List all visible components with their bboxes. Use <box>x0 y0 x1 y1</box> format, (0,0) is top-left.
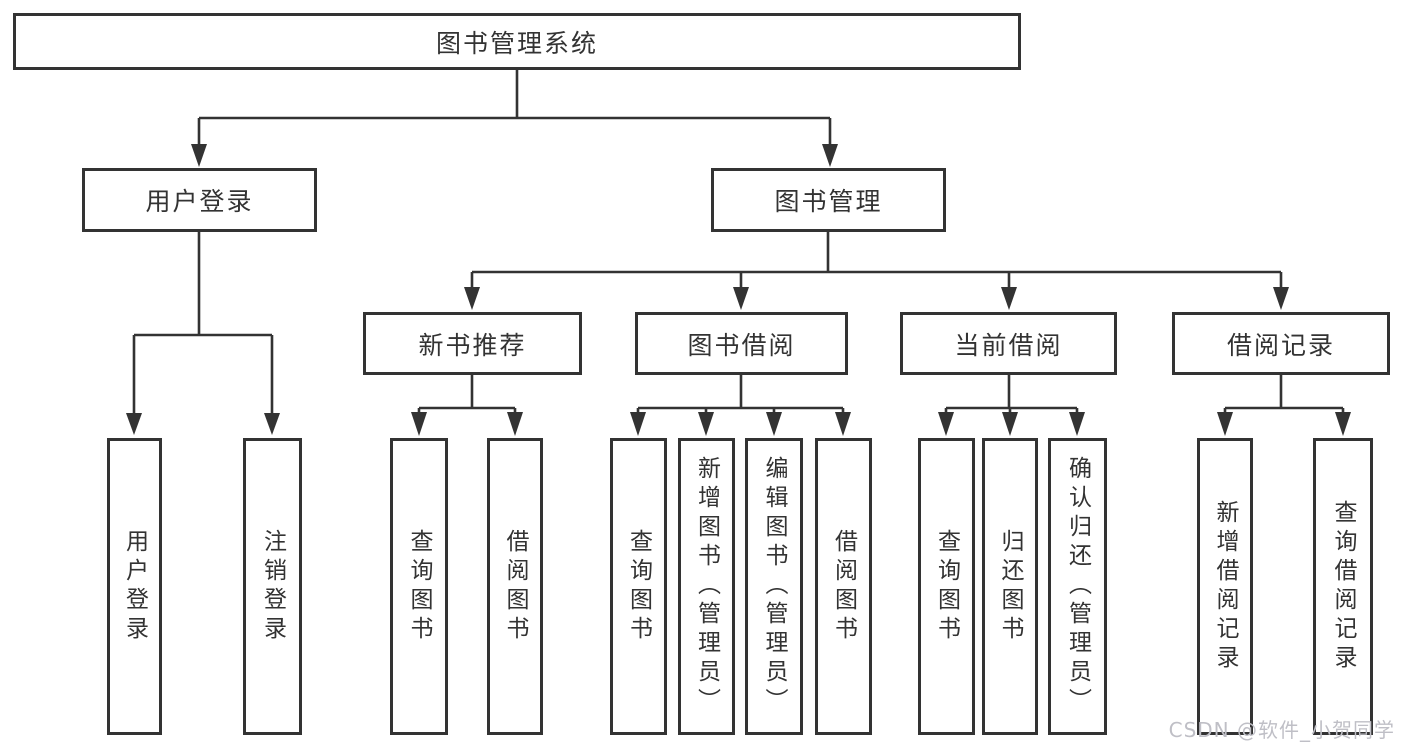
arrow-icon <box>411 412 427 436</box>
connector-root <box>197 70 832 148</box>
connector-book-borrowing <box>636 375 845 414</box>
connector-user-login <box>132 232 274 416</box>
node-label: 查询图书 <box>933 528 960 645</box>
node-leaf-return-books: 归还图书 <box>982 438 1038 735</box>
node-label: 图书管理 <box>774 187 883 216</box>
node-leaf-query-books-recommend: 查询图书 <box>390 438 448 735</box>
arrow-icon <box>766 412 782 436</box>
node-current-borrowing: 当前借阅 <box>900 312 1117 375</box>
connector-new-book <box>417 375 517 414</box>
node-label: 用户登录 <box>121 528 148 645</box>
arrow-icon <box>822 144 838 167</box>
node-label: 新书推荐 <box>418 330 527 360</box>
node-leaf-confirm-return-admin: 确认归还（管理员） <box>1048 438 1107 735</box>
node-label: 查询图书 <box>625 528 652 645</box>
node-label: 借阅图书 <box>502 528 528 645</box>
arrow-icon <box>264 413 280 435</box>
node-label: 图书借阅 <box>687 330 796 360</box>
node-leaf-add-borrow-record: 新增借阅记录 <box>1197 438 1253 735</box>
arrow-icon <box>1069 412 1085 436</box>
node-leaf-user-login: 用户登录 <box>107 438 162 735</box>
node-user-login: 用户登录 <box>82 168 317 232</box>
node-leaf-query-books-borrowing: 查询图书 <box>610 438 667 735</box>
node-label: 编辑图书（管理员） <box>761 456 787 717</box>
arrow-icon <box>1335 412 1351 436</box>
node-leaf-logout: 注销登录 <box>243 438 302 735</box>
arrow-icon <box>1001 287 1017 310</box>
arrow-icon <box>1273 287 1289 310</box>
node-leaf-query-books-current: 查询图书 <box>918 438 975 735</box>
node-new-book-recommendation: 新书推荐 <box>363 312 582 375</box>
node-label: 确认归还（管理员） <box>1064 456 1091 717</box>
node-leaf-edit-book-admin: 编辑图书（管理员） <box>745 438 803 735</box>
node-book-management: 图书管理 <box>711 168 946 232</box>
node-leaf-borrow-books: 借阅图书 <box>815 438 872 735</box>
node-label: 图书管理系统 <box>435 28 598 58</box>
node-book-borrowing: 图书借阅 <box>635 312 848 375</box>
node-label: 新增借阅记录 <box>1212 499 1238 674</box>
connector-current-borrowing <box>944 375 1079 414</box>
arrow-icon <box>191 144 207 167</box>
arrow-icon <box>126 413 142 435</box>
arrow-icon <box>733 287 749 310</box>
node-label: 用户登录 <box>145 187 254 216</box>
node-label: 新增图书（管理员） <box>693 456 720 717</box>
arrow-icon <box>1217 412 1233 436</box>
arrow-icon <box>938 412 954 436</box>
arrow-icon <box>464 287 480 310</box>
arrow-icon <box>835 412 851 436</box>
node-label: 注销登录 <box>259 528 286 645</box>
connector-book-management <box>470 232 1283 290</box>
arrow-icon <box>507 412 523 436</box>
node-library-management-system: 图书管理系统 <box>13 13 1021 70</box>
arrow-icon <box>698 412 714 436</box>
node-label: 借阅记录 <box>1226 330 1335 360</box>
node-leaf-borrow-books-recommend: 借阅图书 <box>487 438 543 735</box>
node-leaf-query-borrow-record: 查询借阅记录 <box>1313 438 1373 735</box>
csdn-watermark: CSDN @软件_小贺同学 <box>1168 718 1395 742</box>
arrowheads <box>126 144 1351 436</box>
arrow-icon <box>1002 412 1018 436</box>
node-label: 借阅图书 <box>830 528 857 645</box>
connector-borrowing-records <box>1223 375 1345 414</box>
node-label: 查询借阅记录 <box>1330 499 1356 674</box>
node-borrowing-records: 借阅记录 <box>1172 312 1390 375</box>
node-label: 归还图书 <box>997 528 1023 645</box>
node-label: 当前借阅 <box>954 330 1063 360</box>
node-label: 查询图书 <box>406 528 432 645</box>
node-leaf-add-book-admin: 新增图书（管理员） <box>678 438 735 735</box>
arrow-icon <box>630 412 646 436</box>
